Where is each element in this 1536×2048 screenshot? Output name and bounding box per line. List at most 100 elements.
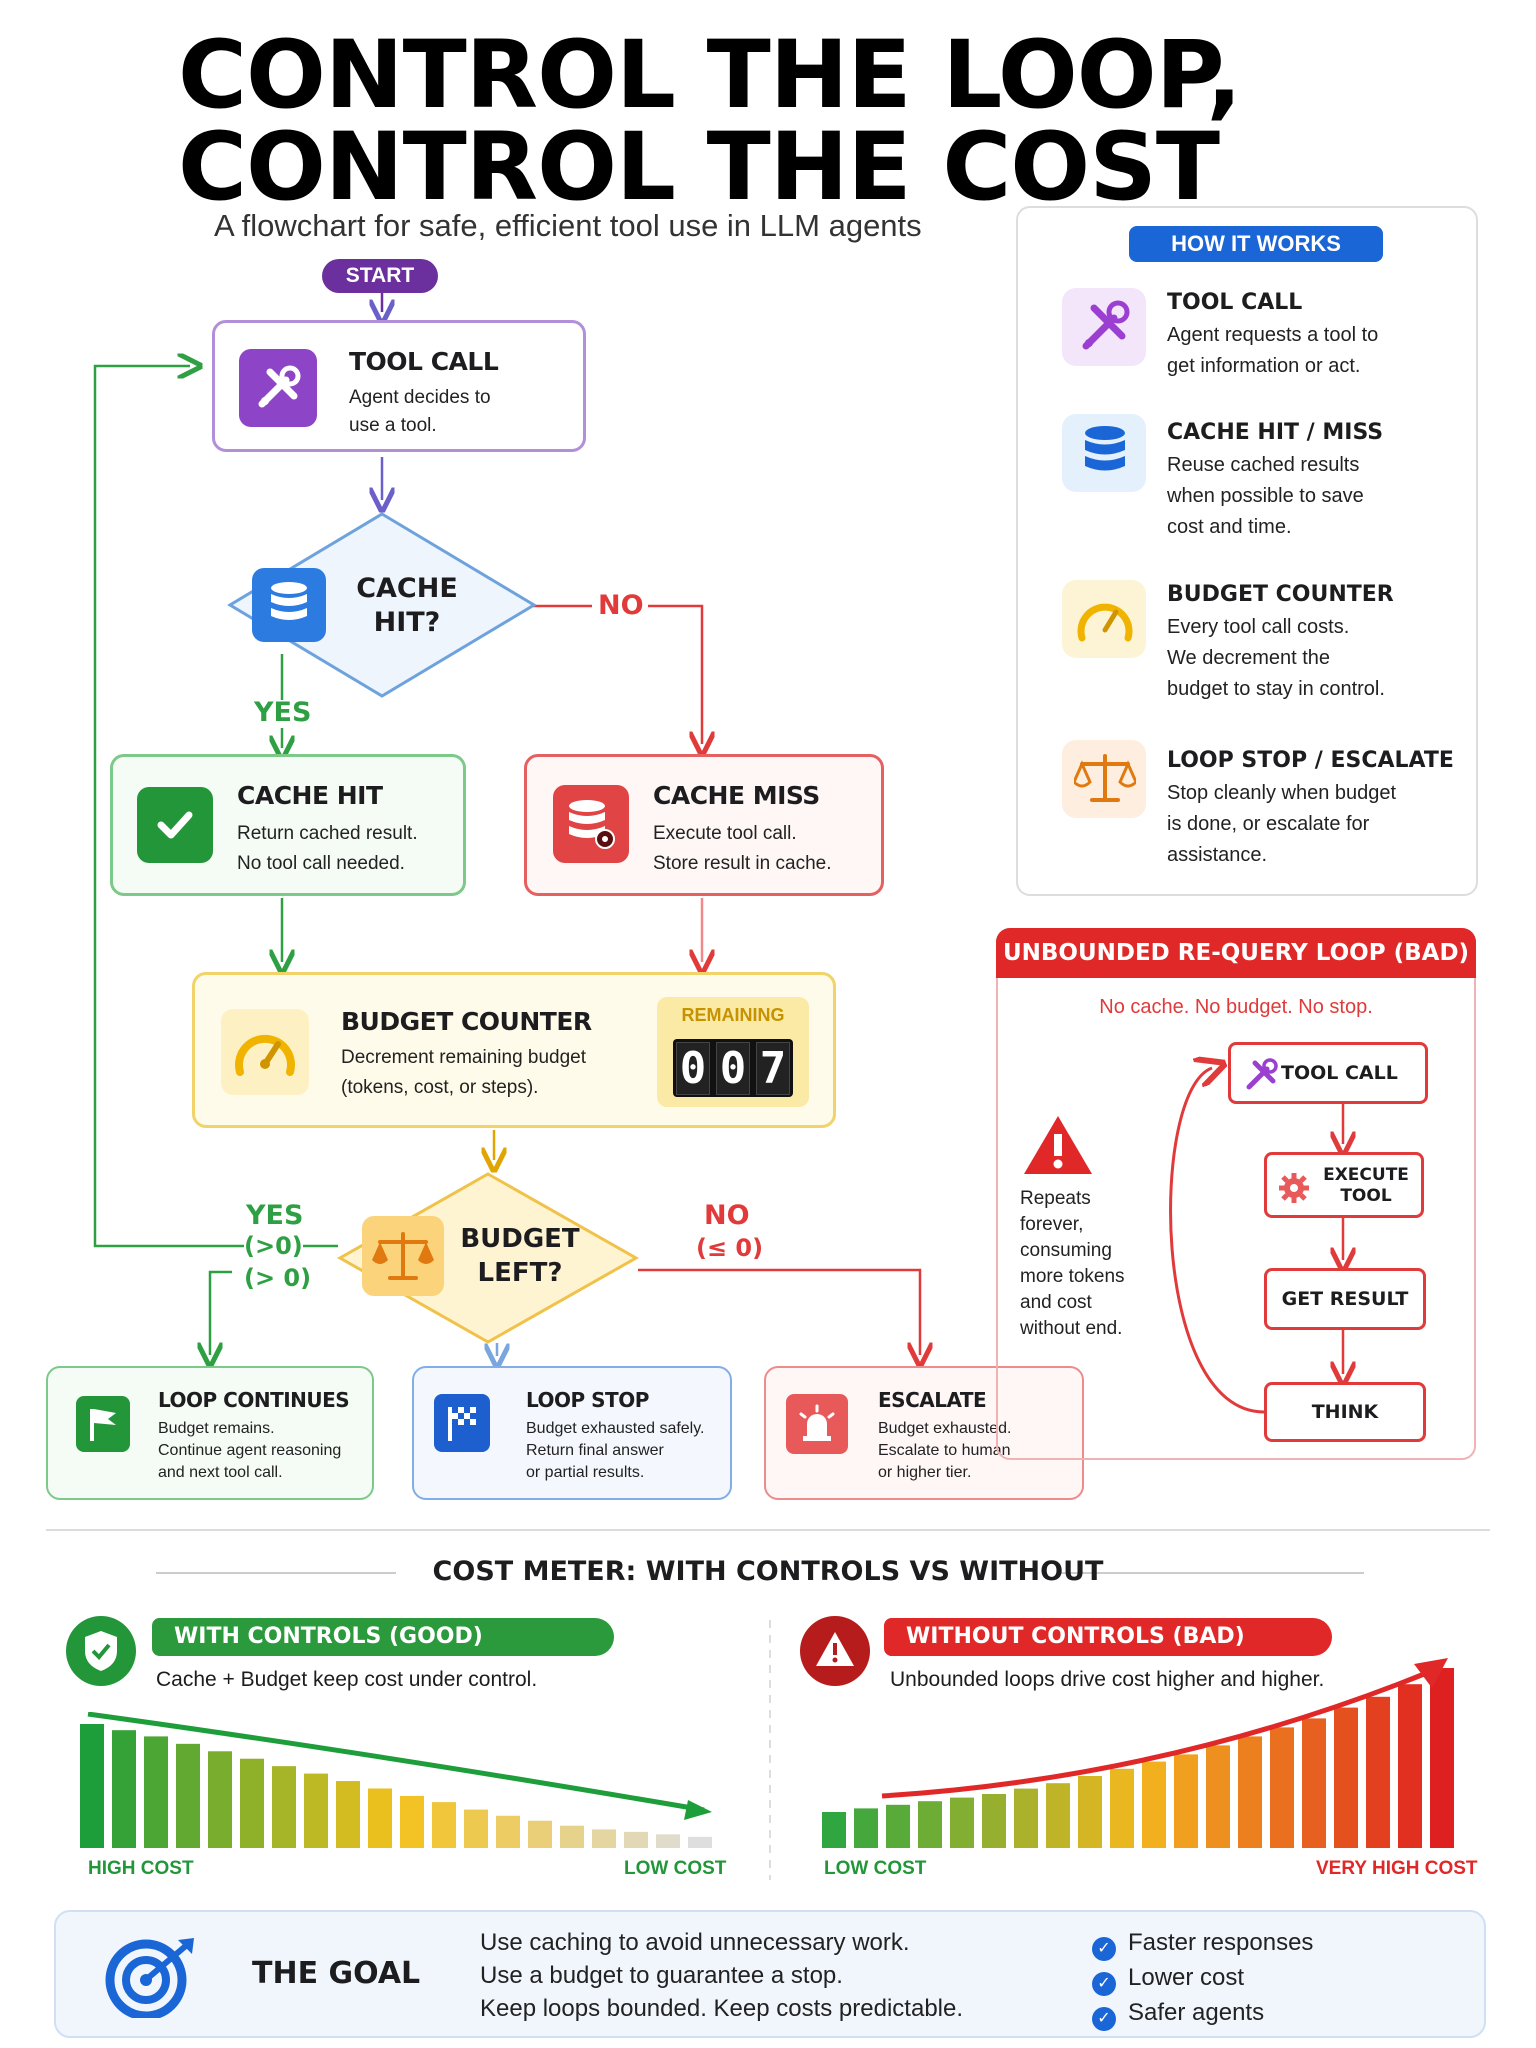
how-item-3-desc-1: Every tool call costs. [1167, 616, 1350, 638]
tool-call-title: TOOL CALL [349, 347, 499, 376]
cache-yes-label: YES [254, 697, 312, 728]
bad-right-label: VERY HIGH COST [1316, 1858, 1478, 1879]
how-gauge-icon [1062, 580, 1146, 658]
check-circle-icon: ✓ [1092, 2007, 1116, 2031]
budget-desc-1: Decrement remaining budget [341, 1047, 587, 1068]
check-circle-icon: ✓ [1092, 1937, 1116, 1961]
tool-call-desc-2: use a tool. [349, 415, 437, 436]
bad-tool-call-label: TOOL CALL [1281, 1062, 1398, 1084]
digit-1: 0 [675, 1041, 711, 1095]
how-database-icon [1062, 414, 1146, 492]
loop-continues-box: LOOP CONTINUES Budget remains. Continue … [46, 1366, 374, 1500]
cache-hit-title: CACHE HIT [237, 781, 383, 810]
budget-desc-2: (tokens, cost, or steps). [341, 1077, 539, 1098]
cost-bar [1270, 1727, 1294, 1848]
cost-bar [464, 1809, 488, 1848]
cache-miss-desc-2: Store result in cache. [653, 853, 832, 874]
how-it-works-panel [1016, 206, 1478, 896]
cost-bar [1206, 1745, 1230, 1848]
goal-check-1-label: Faster responses [1128, 1929, 1314, 1956]
loop-stop-desc-2: Return final answer [526, 1442, 664, 1459]
budget-question-line-1: BUDGET [460, 1224, 580, 1254]
warning-circle-icon [800, 1616, 870, 1686]
cost-bar [656, 1834, 680, 1848]
remaining-counter: REMAINING 0 0 7 [657, 997, 809, 1107]
budget-no-cond: (≤ 0) [696, 1234, 764, 1262]
cost-bar [560, 1825, 584, 1848]
cost-bar [1110, 1768, 1134, 1848]
cost-bar [688, 1836, 712, 1848]
siren-icon [786, 1394, 848, 1454]
cost-bar [176, 1743, 200, 1848]
start-badge: START [322, 259, 438, 293]
cache-miss-title: CACHE MISS [653, 781, 820, 810]
note-line-6: without end. [1020, 1318, 1123, 1339]
bad-tool-call: TOOL CALL [1228, 1042, 1428, 1104]
cost-bar [822, 1812, 846, 1848]
how-item-2-desc-3: cost and time. [1167, 516, 1292, 538]
cache-hit-desc-1: Return cached result. [237, 823, 418, 844]
cache-no-label: NO [598, 590, 644, 621]
remaining-label: REMAINING [681, 1005, 785, 1025]
cost-bar [80, 1724, 104, 1848]
cost-bar [950, 1797, 974, 1848]
cache-hit-desc-2: No tool call needed. [237, 853, 405, 874]
bad-execute-line-2: TOOL [1340, 1186, 1392, 1206]
cost-bar [272, 1766, 296, 1848]
cache-question: CACHE HIT? [352, 572, 462, 640]
title-line-1: CONTROL THE LOOP, [178, 21, 1242, 130]
note-line-2: forever, [1020, 1214, 1084, 1235]
trend-arrow [881, 1667, 1435, 1799]
unbounded-loop-header: UNBOUNDED RE-QUERY LOOP (BAD) [996, 928, 1476, 978]
how-item-4-desc-1: Stop cleanly when budget [1167, 782, 1397, 804]
how-item-1-desc-2: get information or act. [1167, 355, 1361, 377]
how-scale-icon [1062, 740, 1146, 818]
goal-title: THE GOAL [252, 1956, 421, 1991]
escalate-box: ESCALATE Budget exhausted. Escalate to h… [764, 1366, 1084, 1500]
unbounded-note: Repeats forever, consuming more tokens a… [1020, 1186, 1125, 1342]
cache-question-line-2: HIT? [373, 607, 441, 638]
loop-continues-desc-3: and next tool call. [158, 1464, 283, 1481]
cost-meter-title: COST METER: WITH CONTROLS VS WITHOUT [432, 1556, 1104, 1587]
cost-bar [1302, 1718, 1326, 1848]
cost-bar [240, 1758, 264, 1848]
how-item-3-title: BUDGET COUNTER [1167, 582, 1394, 607]
target-icon [104, 1936, 200, 2023]
how-item-4-desc-3: assistance. [1167, 844, 1268, 866]
cost-bar [1398, 1684, 1422, 1848]
how-item-2-desc-1: Reuse cached results [1167, 454, 1360, 476]
tool-call-box: TOOL CALL Agent decides to use a tool. [212, 320, 586, 452]
gauge-icon [221, 1009, 309, 1095]
cost-bar [624, 1831, 648, 1848]
unbounded-loop-sub: No cache. No budget. No stop. [1099, 996, 1373, 1018]
how-item-3-desc-3: budget to stay in control. [1167, 678, 1385, 700]
good-right-label: LOW COST [624, 1858, 727, 1879]
escalate-desc-2: Escalate to human [878, 1442, 1011, 1459]
trend-arrow-head [684, 1800, 712, 1820]
database-gear-icon [553, 785, 629, 863]
budget-title: BUDGET COUNTER [341, 1007, 592, 1036]
note-line-1: Repeats [1020, 1188, 1091, 1209]
cost-bar [592, 1829, 616, 1848]
database-icon [252, 568, 326, 642]
cost-bar [1078, 1776, 1102, 1848]
how-item-2-title: CACHE HIT / MISS [1167, 420, 1384, 445]
note-line-5: and cost [1020, 1292, 1092, 1313]
loop-continues-title: LOOP CONTINUES [158, 1388, 350, 1412]
without-controls-label: WITHOUT CONTROLS (BAD) [884, 1618, 1332, 1656]
digit-3: 7 [755, 1041, 791, 1095]
gear-icon [1279, 1173, 1309, 1203]
goal-line-1: Use caching to avoid unnecessary work. [480, 1929, 910, 1956]
remaining-digits: 0 0 7 [673, 1039, 793, 1097]
good-left-label: HIGH COST [88, 1858, 194, 1879]
budget-no-label: NO [704, 1200, 750, 1231]
cache-miss-desc-1: Execute tool call. [653, 823, 797, 844]
how-item-1-title: TOOL CALL [1167, 290, 1303, 315]
cache-hit-box: CACHE HIT Return cached result. No tool … [110, 754, 466, 896]
escalate-desc-1: Budget exhausted. [878, 1420, 1012, 1437]
budget-question-line-2: LEFT? [477, 1258, 563, 1288]
with-controls-bar-chart [80, 1712, 712, 1848]
trend-arrow-head [1414, 1658, 1448, 1688]
cost-bar [918, 1801, 942, 1848]
without-controls-bar-chart [822, 1658, 1454, 1848]
